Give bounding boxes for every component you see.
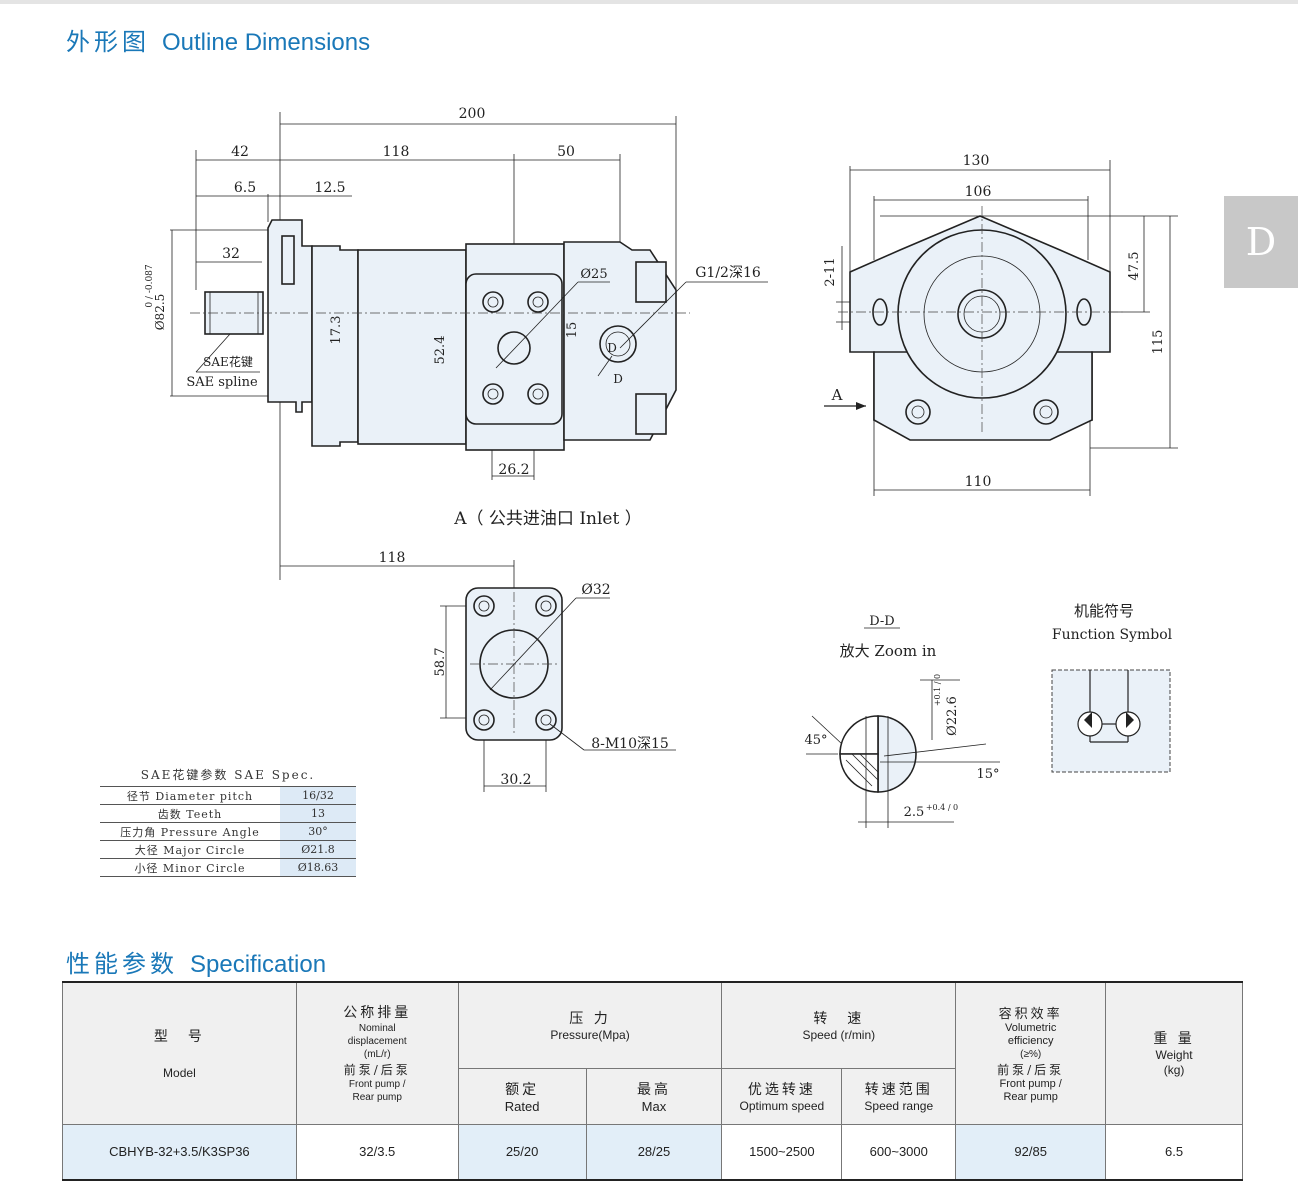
- table-row: 小径 Minor Circle Ø18.63: [100, 858, 356, 877]
- table-row: 齿数 Teeth 13: [100, 804, 356, 823]
- dim-30: 30.2: [500, 772, 531, 788]
- outline-title-en: Outline Dimensions: [162, 29, 371, 56]
- sae-value: Ø21.8: [280, 840, 356, 859]
- sae-value: 30°: [280, 822, 356, 841]
- dim-front-width: 130: [963, 153, 990, 169]
- detail-angle-45: 45°: [804, 733, 827, 748]
- sae-label: 小径 Minor Circle: [100, 858, 280, 877]
- sae-label: 压力角 Pressure Angle: [100, 822, 280, 841]
- cell-max: 28/25: [585, 1123, 723, 1181]
- sae-table-title: SAE花键参数 SAE Spec.: [100, 762, 356, 787]
- dim-slot: 2-11: [823, 257, 838, 286]
- spec-section-title: 性能参数 Specification: [66, 944, 326, 979]
- sae-label: 大径 Major Circle: [100, 840, 280, 859]
- label-outlet-thread: G1/2深16: [695, 265, 761, 281]
- cell-rated: 25/20: [457, 1123, 587, 1181]
- cell-range: 600~3000: [841, 1123, 957, 1181]
- sae-value: 16/32: [280, 786, 356, 805]
- sae-value: Ø18.63: [280, 858, 356, 877]
- table-row: 径节 Diameter pitch 16/32: [100, 786, 356, 805]
- detail-width: 2.5: [904, 805, 925, 820]
- detail-width-tol: +0.4 / 0: [926, 803, 958, 812]
- spec-title-en: Specification: [190, 951, 327, 978]
- function-symbol: [1051, 669, 1171, 773]
- detail-subtitle: 放大 Zoom in: [840, 642, 937, 660]
- technical-drawing: 200 42 118 50 6.5 12.5 32 17.3 52.4 15 2…: [145, 106, 1178, 828]
- side-view: [170, 112, 768, 580]
- dim-overall-length: 200: [459, 106, 486, 122]
- dim-58: 58.7: [433, 648, 448, 677]
- section-tab-d[interactable]: D: [1224, 196, 1298, 288]
- header-displacement: 公称排量 Nominal displacement (mL/r) 前泵/后泵 F…: [295, 981, 459, 1125]
- sae-value: 13: [280, 804, 356, 823]
- detail-title: D-D: [869, 614, 894, 629]
- label-bore-32: Ø32: [581, 582, 610, 598]
- front-view: [824, 160, 1178, 496]
- outline-section-title: 外形图 Outline Dimensions: [66, 22, 370, 57]
- top-divider: [0, 0, 1298, 4]
- label-spline-cn: SAE花键: [203, 354, 253, 369]
- sae-label: 径节 Diameter pitch: [100, 786, 280, 805]
- table-row: 大径 Major Circle Ø21.8: [100, 840, 356, 859]
- dim-offset-17: 17.3: [329, 316, 344, 345]
- header-max: 最高 Max: [585, 1067, 723, 1125]
- dim-pilot: 6.5: [234, 180, 256, 196]
- dim-shaft-tolerance: 0 / -0.087: [145, 264, 155, 308]
- dim-flange: 12.5: [314, 180, 345, 196]
- dim-52: 52.4: [433, 336, 448, 365]
- dim-inlet-offset: 118: [379, 550, 406, 566]
- header-speed-range: 转速范围 Speed range: [841, 1067, 957, 1125]
- header-weight: 重 量 Weight (kg): [1105, 981, 1243, 1125]
- dim-rear-length: 50: [557, 144, 575, 160]
- dim-front-height: 115: [1151, 330, 1166, 355]
- section-mark-d2: D: [613, 372, 623, 386]
- outline-title-cn: 外形图: [66, 28, 150, 56]
- table-row: CBHYB-32+3.5/K3SP36 32/3.5 25/20 28/25 1…: [62, 1123, 1243, 1181]
- dim-bolt-spacing: 106: [965, 184, 992, 200]
- inlet-caption: A（ 公共进油口 Inlet ）: [453, 509, 641, 529]
- dim-shaft-diameter: Ø82.5: [153, 294, 167, 331]
- dim-base-width: 110: [965, 474, 992, 490]
- cell-efficiency: 92/85: [955, 1123, 1107, 1181]
- label-bore-25: Ø25: [580, 267, 607, 282]
- function-symbol-title-en: Function Symbol: [1052, 627, 1173, 643]
- cell-model: CBHYB-32+3.5/K3SP36: [62, 1123, 297, 1181]
- label-bolt-pattern: 8-M10深15: [591, 736, 669, 752]
- function-symbol-title-cn: 机能符号: [1074, 602, 1134, 620]
- header-efficiency: 容积效率 Volumetric efficiency (≥%) 前泵/后泵 Fr…: [955, 981, 1107, 1125]
- header-speed: 转 速 Speed (r/min): [721, 981, 957, 1069]
- dim-body-length: 118: [383, 144, 410, 160]
- header-optimum-speed: 优选转速 Optimum speed: [721, 1067, 843, 1125]
- detail-dd: [806, 627, 1000, 828]
- dim-spline-length: 32: [222, 246, 240, 262]
- detail-angle-15: 15°: [976, 767, 999, 782]
- detail-diameter: Ø22.6: [945, 696, 960, 736]
- spec-title-cn: 性能参数: [66, 950, 178, 978]
- dim-15: 15: [565, 322, 580, 339]
- section-mark-d1: D: [607, 341, 617, 355]
- sae-label: 齿数 Teeth: [100, 804, 280, 823]
- dim-26: 26.2: [498, 462, 529, 478]
- inlet-flange-view: [280, 560, 676, 792]
- cell-displacement: 32/3.5: [295, 1123, 459, 1181]
- cell-optimum: 1500~2500: [721, 1123, 843, 1181]
- specification-table: 型 号 Model 公称排量 Nominal displacement (mL/…: [62, 981, 1243, 1181]
- cell-weight: 6.5: [1105, 1123, 1243, 1181]
- label-spline-en: SAE spline: [186, 375, 258, 390]
- header-rated: 额定 Rated: [457, 1067, 587, 1125]
- dim-shaft-length: 42: [231, 144, 249, 160]
- header-pressure: 压 力 Pressure(Mpa): [457, 981, 723, 1069]
- table-row: 压力角 Pressure Angle 30°: [100, 822, 356, 841]
- dim-47: 47.5: [1127, 252, 1142, 281]
- detail-diameter-tol: +0.1 / 0: [933, 674, 942, 706]
- sae-spec-table: SAE花键参数 SAE Spec. 径节 Diameter pitch 16/3…: [100, 762, 356, 877]
- view-mark-a: A: [831, 386, 843, 404]
- header-model: 型 号 Model: [62, 981, 297, 1125]
